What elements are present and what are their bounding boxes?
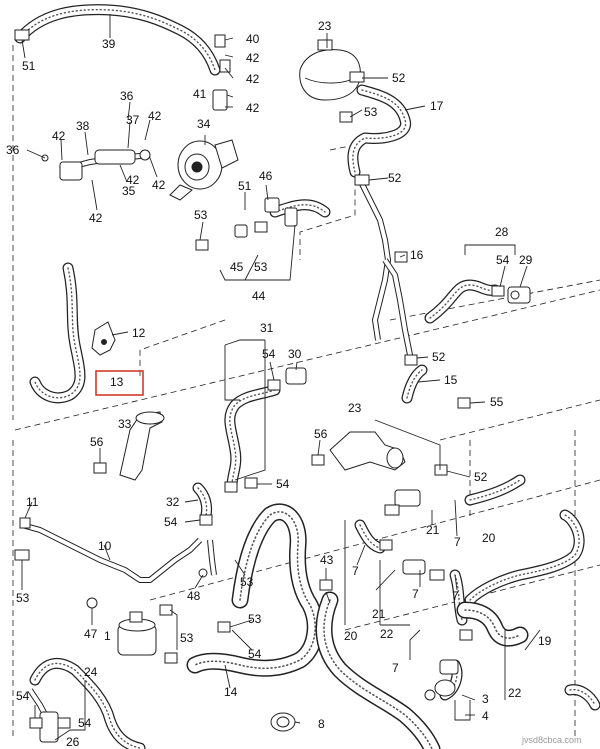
label-54f: 54 (16, 689, 30, 703)
label-36a: 36 (120, 89, 134, 103)
label-42a: 42 (246, 51, 260, 65)
label-36b: 36 (6, 143, 20, 157)
label-13: 13 (110, 375, 124, 389)
label-39: 39 (102, 37, 116, 51)
label-7a: 7 (454, 535, 461, 549)
label-52a: 52 (392, 71, 406, 85)
label-43: 43 (320, 553, 334, 567)
label-51a: 51 (22, 59, 36, 73)
watermark: jvsd8cbca.com (521, 735, 582, 745)
label-42c: 42 (246, 101, 260, 115)
label-53f: 53 (248, 612, 262, 626)
label-7e: 7 (392, 661, 399, 675)
label-55: 55 (490, 395, 504, 409)
label-54g: 54 (78, 716, 92, 730)
label-21a: 21 (426, 523, 440, 537)
label-54d: 54 (164, 515, 178, 529)
label-53b: 53 (194, 208, 208, 222)
label-32: 32 (166, 495, 180, 509)
flange-33 (119, 411, 163, 481)
label-45: 45 (230, 260, 244, 274)
label-34: 34 (197, 117, 211, 131)
label-44: 44 (252, 289, 266, 303)
label-23b: 23 (348, 401, 362, 415)
label-29: 29 (519, 253, 533, 267)
label-1: 1 (104, 629, 111, 643)
label-23a: 23 (318, 19, 332, 33)
label-48: 48 (187, 589, 201, 603)
label-42h: 42 (89, 211, 103, 225)
connector-30 (285, 367, 307, 385)
label-53d: 53 (240, 575, 254, 589)
label-7b: 7 (352, 564, 359, 578)
frame-lines (12, 45, 600, 740)
label-11: 11 (26, 495, 39, 509)
label-7c: 7 (412, 587, 419, 601)
label-15: 15 (444, 373, 458, 387)
label-37: 37 (126, 113, 140, 127)
label-42g: 42 (152, 178, 166, 192)
label-35: 35 (122, 184, 136, 198)
sensor-26 (39, 711, 59, 743)
label-40: 40 (246, 32, 260, 46)
label-26: 26 (66, 735, 80, 749)
label-53e: 53 (16, 591, 30, 605)
label-4: 4 (482, 709, 489, 723)
label-31: 31 (260, 321, 274, 335)
label-14: 14 (224, 685, 238, 699)
large-hoses (186, 503, 529, 749)
hoses (14, 4, 600, 749)
components (39, 34, 531, 743)
label-28: 28 (495, 225, 509, 239)
label-54c: 54 (276, 477, 290, 491)
label-22a: 22 (380, 627, 394, 641)
label-20b: 20 (344, 629, 358, 643)
label-42d: 42 (148, 109, 162, 123)
label-54b: 54 (262, 347, 276, 361)
label-3: 3 (482, 692, 489, 706)
label-46: 46 (259, 169, 273, 183)
label-53g: 53 (180, 631, 194, 645)
label-56a: 56 (90, 435, 104, 449)
label-52c: 52 (432, 350, 446, 364)
label-53a: 53 (364, 105, 378, 119)
label-41: 41 (193, 87, 207, 101)
highlight-box-13 (95, 370, 144, 396)
label-19: 19 (538, 634, 552, 648)
label-53c: 53 (254, 260, 268, 274)
label-16: 16 (410, 248, 424, 262)
label-12: 12 (132, 326, 146, 340)
label-10: 10 (98, 539, 112, 553)
fitting-35 (59, 161, 83, 181)
label-42f: 42 (126, 173, 140, 187)
label-42b: 42 (246, 72, 260, 86)
label-51b: 51 (238, 179, 252, 193)
bracket-12 (91, 321, 116, 356)
label-52d: 52 (474, 470, 488, 484)
label-38: 38 (76, 119, 90, 133)
label-7d: 7 (452, 589, 459, 603)
label-47: 47 (84, 627, 98, 641)
leader-lines (21, 14, 541, 741)
label-22b: 22 (508, 686, 522, 700)
label-42e: 42 (52, 129, 66, 143)
label-52b: 52 (388, 171, 402, 185)
label-8: 8 (318, 717, 325, 731)
clamps (14, 29, 505, 729)
part-labels: 51 39 40 42 42 41 42 23 52 53 17 36 42 3… (6, 19, 552, 749)
label-30: 30 (288, 347, 302, 361)
label-20a: 20 (482, 531, 496, 545)
label-17: 17 (430, 99, 444, 113)
label-54e: 54 (248, 647, 262, 661)
label-33: 33 (118, 417, 132, 431)
label-54a: 54 (496, 253, 510, 267)
label-21b: 21 (372, 607, 386, 621)
label-24: 24 (84, 665, 98, 679)
label-56b: 56 (314, 427, 328, 441)
